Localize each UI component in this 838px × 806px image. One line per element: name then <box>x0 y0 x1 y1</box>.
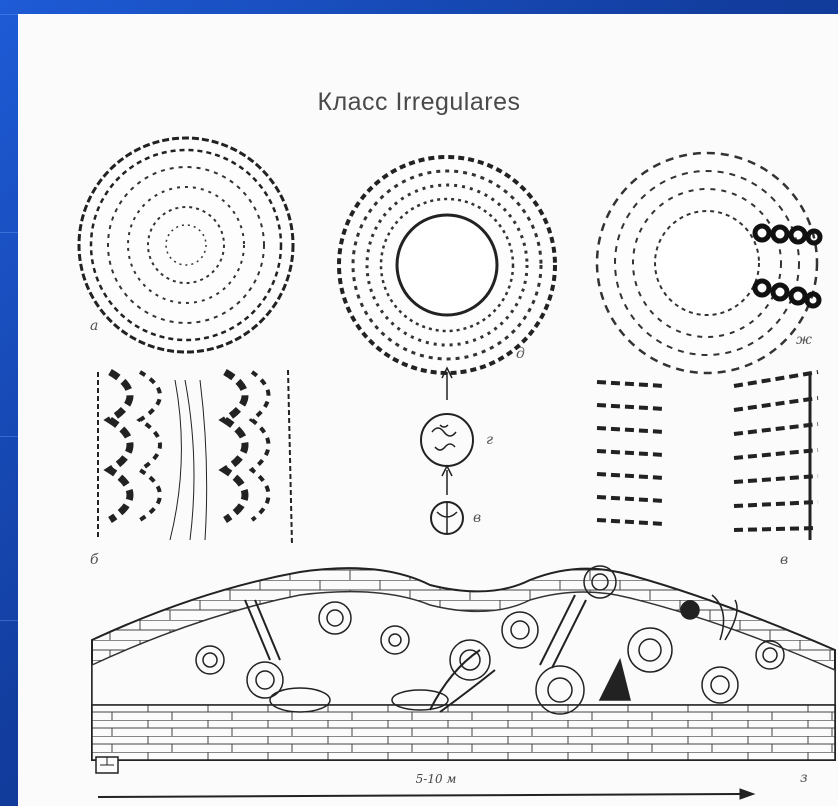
figure-z-reef-section <box>92 566 835 773</box>
figure-g-v-development <box>421 368 473 534</box>
figure-zh-cross-section <box>597 153 820 373</box>
label-v-center: в <box>473 510 481 526</box>
label-b: б <box>90 552 99 568</box>
label-zh: ж <box>796 332 812 348</box>
label-z: з <box>800 770 808 786</box>
scale-label: 5-10 м <box>396 772 476 786</box>
label-g: г <box>486 432 493 448</box>
label-v-right: в <box>780 552 788 568</box>
figure-d-cross-section <box>339 157 555 373</box>
label-d: д <box>516 346 525 362</box>
scale-arrow <box>98 789 754 799</box>
figure-v-wall-section <box>597 372 818 540</box>
figure-b-longitudinal-section <box>98 370 292 545</box>
label-a: а <box>90 318 98 334</box>
figure-a-cross-section <box>79 138 293 352</box>
